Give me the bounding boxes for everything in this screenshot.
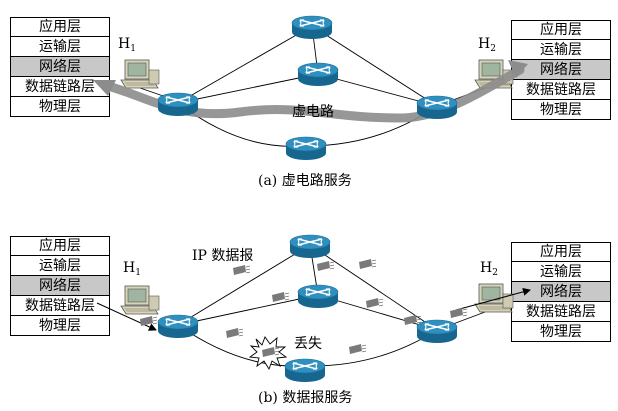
router-icon — [416, 319, 458, 344]
layer-physical: 物理层 — [511, 100, 611, 120]
router-icon — [157, 314, 199, 339]
packet-arrow-in — [96, 302, 157, 331]
router-icon — [289, 234, 331, 259]
packet-icon — [358, 258, 377, 270]
layer-transport: 运输层 — [10, 256, 110, 276]
packet-icon — [225, 327, 244, 339]
packet-icon — [232, 264, 251, 276]
layer-datalink: 数据链路层 — [10, 77, 110, 97]
layer-transport: 运输层 — [511, 40, 611, 60]
router-icon — [297, 62, 339, 87]
packet-icon — [271, 291, 290, 303]
layer-application: 应用层 — [511, 20, 611, 40]
router-icon — [416, 95, 458, 120]
lost-label: 丢失 — [294, 336, 322, 352]
packet-icon — [139, 315, 158, 327]
host-h1-label-b: H1 — [123, 260, 141, 278]
links-a — [139, 25, 486, 147]
h2-protocol-stack-b: 应用层 运输层 网络层 数据链路层 物理层 — [511, 242, 611, 342]
layer-datalink: 数据链路层 — [511, 80, 611, 100]
host-h2-label-a: H2 — [478, 36, 496, 54]
layer-physical: 物理层 — [10, 97, 110, 117]
layer-datalink: 数据链路层 — [511, 302, 611, 322]
router-icon — [291, 15, 333, 40]
h2-protocol-stack-a: 应用层 运输层 网络层 数据链路层 物理层 — [511, 20, 611, 120]
packet-icon — [403, 314, 422, 326]
packet-icon — [365, 297, 384, 309]
router-icon — [157, 92, 199, 117]
virtual-circuit-label: 虚电路 — [292, 104, 334, 120]
h1-protocol-stack-b: 应用层 运输层 网络层 数据链路层 物理层 — [10, 236, 110, 336]
layer-transport: 运输层 — [10, 37, 110, 57]
h1-protocol-stack-a: 应用层 运输层 网络层 数据链路层 物理层 — [10, 17, 110, 117]
router-icon — [285, 136, 327, 161]
layer-network: 网络层 — [10, 276, 110, 296]
layer-physical: 物理层 — [511, 322, 611, 342]
layer-physical: 物理层 — [10, 316, 110, 336]
layer-network: 网络层 — [511, 282, 611, 302]
packet-icon — [348, 343, 367, 355]
caption-virtual-circuit: (a) 虚电路服务 — [258, 173, 352, 189]
computer-icon — [120, 59, 160, 89]
circuit-arrow-head-right — [508, 60, 528, 78]
computer-icon — [120, 285, 160, 315]
layer-application: 应用层 — [10, 236, 110, 256]
caption-datagram: (b) 数据报服务 — [258, 390, 353, 406]
packet-arrow-out — [455, 287, 531, 311]
router-icon — [284, 358, 326, 383]
packet-icon — [316, 260, 335, 272]
layer-network: 网络层 — [10, 57, 110, 77]
computer-icon — [474, 283, 514, 313]
layer-datalink: 数据链路层 — [10, 296, 110, 316]
ip-datagram-label: IP 数据报 — [192, 248, 253, 264]
layer-transport: 运输层 — [511, 262, 611, 282]
layer-application: 应用层 — [10, 17, 110, 37]
host-h1-label-a: H1 — [118, 36, 136, 54]
circuit-arrow-head-left — [93, 80, 116, 96]
layer-application: 应用层 — [511, 242, 611, 262]
router-icon — [297, 284, 339, 309]
host-h2-label-b: H2 — [480, 260, 498, 278]
packet-icon — [449, 307, 468, 319]
